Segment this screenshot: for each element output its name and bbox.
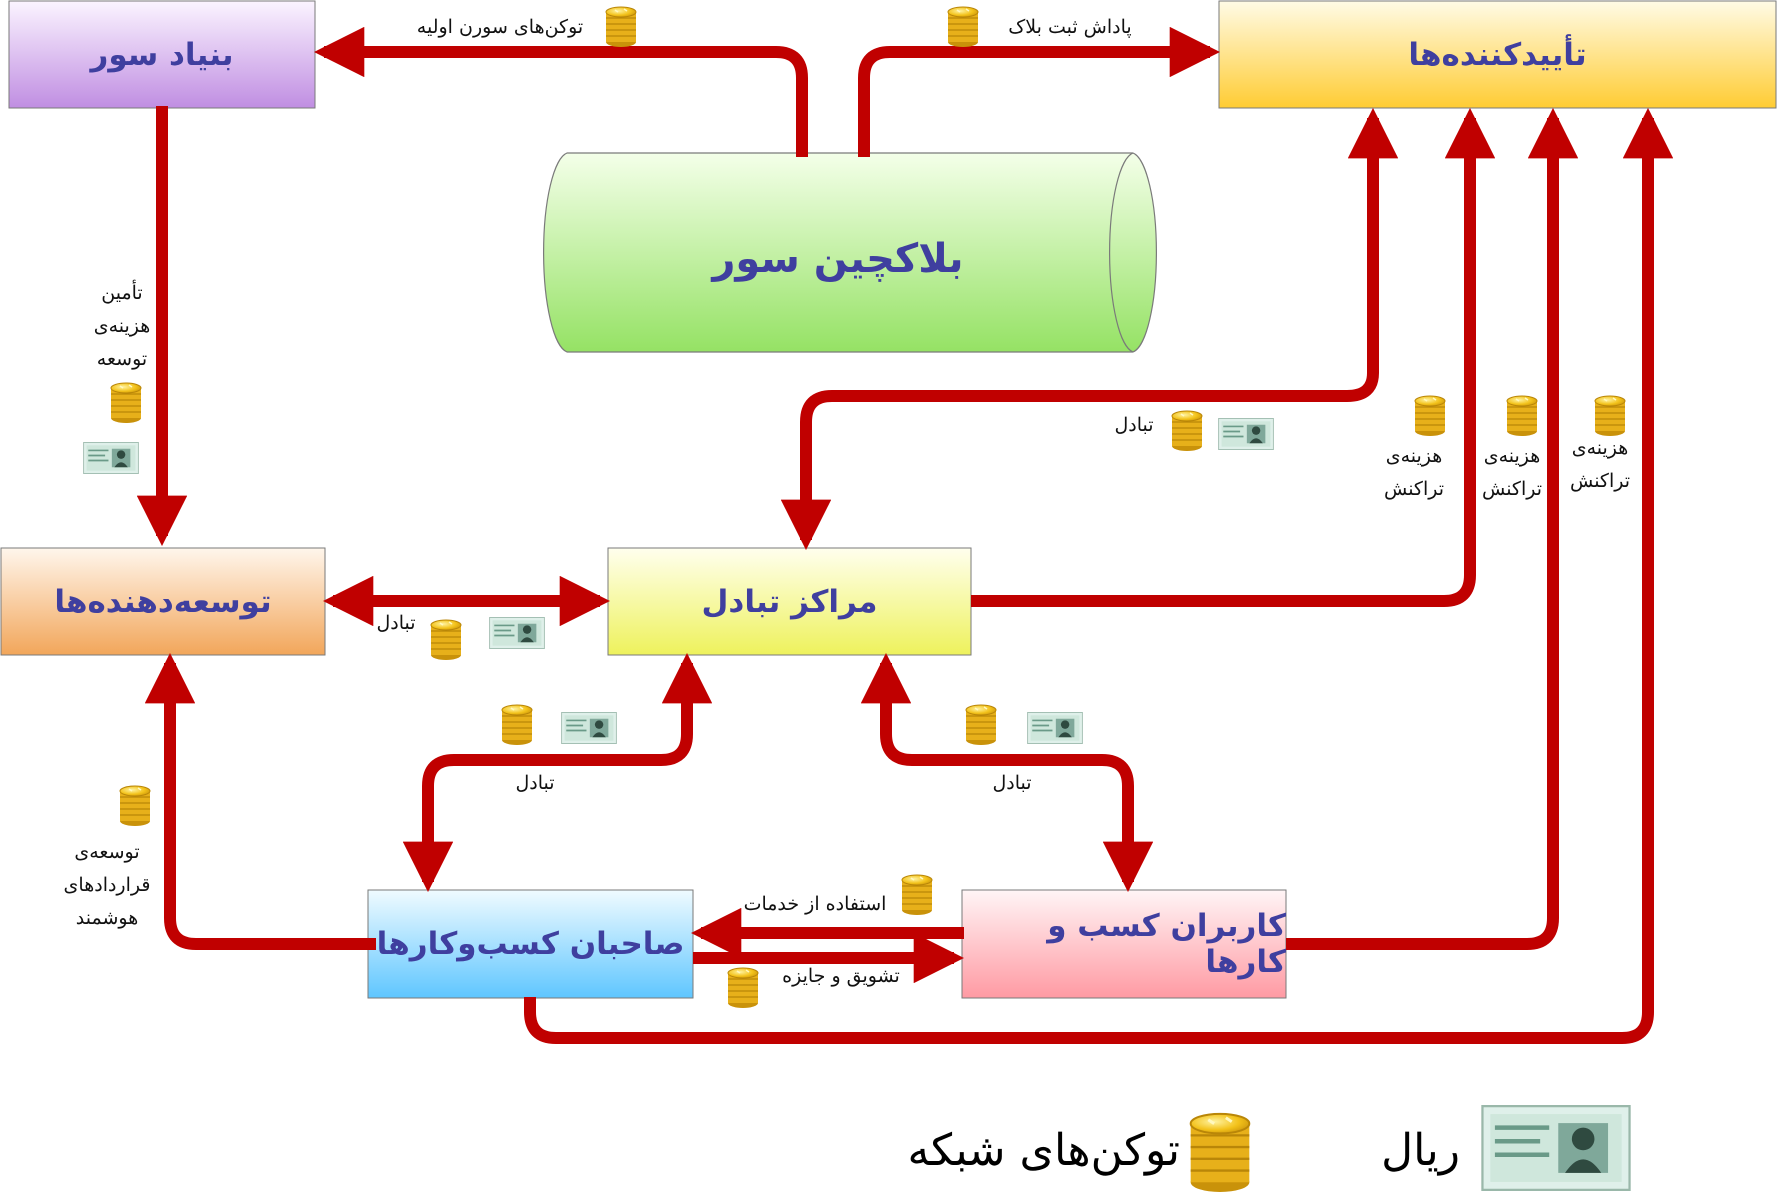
arrow-owners-to-validators — [524, 107, 1674, 1044]
block-reward-label: پاداش ثبت بلاک — [1008, 16, 1132, 38]
exchange-owners-label: تبادل — [515, 772, 555, 794]
business-users-label: کاربران کسب و کارها — [1047, 908, 1286, 980]
arrow-exchanges-to-validators — [971, 107, 1496, 607]
arrow-validators-exchanges — [780, 107, 1399, 551]
token-icon — [947, 6, 979, 48]
token-icon — [430, 619, 462, 661]
token-icon — [605, 6, 637, 48]
tx-fee-label-1: هزینه‌ی تراکنش — [1383, 445, 1445, 500]
use-services-label: استفاده از خدمات — [743, 893, 887, 915]
rial-icon — [1026, 712, 1084, 744]
token-icon — [1594, 395, 1626, 437]
token-icon — [727, 967, 759, 1009]
exchange-developers-label: تبادل — [376, 612, 416, 634]
arrow-blockchain-to-foundation — [313, 26, 808, 157]
token-icon — [1506, 395, 1538, 437]
legend-rial-label: ریال — [1381, 1125, 1460, 1176]
arrow-exchanges-owners — [402, 652, 713, 893]
rial-icon — [560, 712, 618, 744]
legend-tokens-label: توکن‌های شبکه — [907, 1125, 1181, 1176]
business-owners-label: صاحبان کسب‌وکارها — [376, 926, 685, 962]
token-icon — [1171, 410, 1203, 452]
initial-tokens-label: توکن‌های سورن اولیه — [416, 16, 584, 38]
exchanges-label: مراکز تبادل — [701, 583, 878, 620]
legend-token-icon — [1189, 1112, 1251, 1194]
legend-rial-icon — [1482, 1106, 1629, 1190]
developers-box — [0, 547, 326, 656]
business-users-box — [961, 889, 1287, 999]
developers-label: توسعه‌دهنده‌ها — [54, 583, 272, 620]
validators-label: تأییدکننده‌ها — [1408, 36, 1587, 73]
business-owners-box — [367, 889, 694, 999]
token-icon — [965, 704, 997, 746]
smart-contracts-label: توسعه‌ی قراردادهای هوشمند — [63, 841, 151, 929]
rial-icon — [1217, 418, 1275, 450]
token-icon — [1414, 395, 1446, 437]
arrow-owners-to-developers — [144, 652, 376, 950]
token-icon — [119, 785, 151, 827]
exchange-validators-label: تبادل — [1114, 414, 1154, 436]
arrow-exchanges-users — [860, 652, 1154, 893]
blockchain-label: بلاکچین سور — [710, 236, 963, 282]
token-icon — [110, 382, 142, 424]
incentives-label: تشویق و جایزه — [782, 965, 900, 987]
tx-fee-label-3: هزینه‌ی تراکنش — [1569, 437, 1631, 492]
rial-icon — [82, 442, 140, 474]
foundation-label: بنیاد سور — [90, 36, 234, 73]
validators-box — [1218, 0, 1777, 109]
rial-icon — [488, 617, 546, 649]
foundation-box — [8, 0, 316, 109]
exchanges-box — [607, 547, 972, 656]
arrow-blockchain-to-validators — [858, 26, 1221, 157]
token-icon — [501, 704, 533, 746]
tx-fee-label-2: هزینه‌ی تراکنش — [1481, 445, 1543, 500]
exchange-users-label: تبادل — [992, 772, 1032, 794]
dev-funding-label: تأمین هزینه‌ی توسعه — [93, 282, 151, 370]
token-icon — [901, 874, 933, 916]
arrow-users-to-validators — [1286, 107, 1579, 950]
